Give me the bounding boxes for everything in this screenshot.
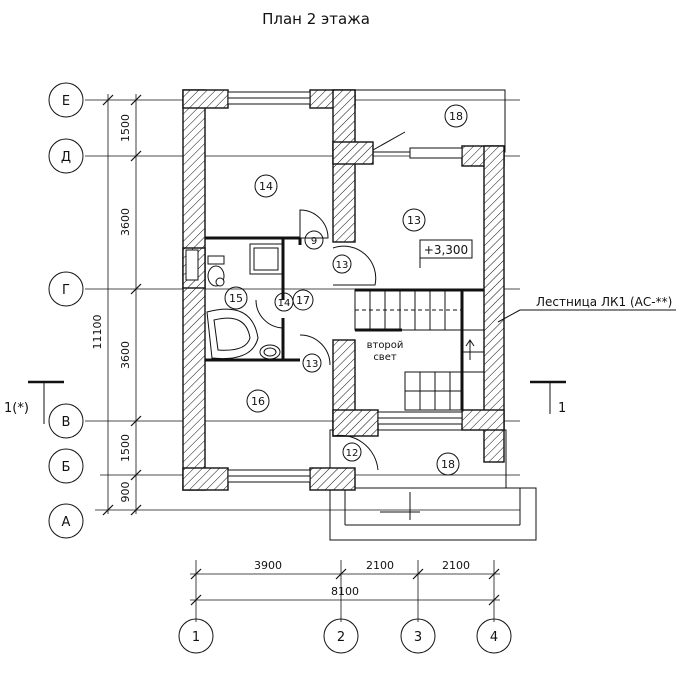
axis-bubble-d: Д xyxy=(48,138,84,174)
axis-bubble-3: 3 xyxy=(400,618,436,654)
stair-label: Лестница ЛК1 (АС-**) xyxy=(497,295,676,323)
dim-2100-a: 2100 xyxy=(366,559,394,572)
dim-total-vertical: 11100 xyxy=(91,315,104,350)
doors xyxy=(255,131,406,471)
room-9: 9 xyxy=(304,230,324,250)
svg-text:14: 14 xyxy=(278,298,291,309)
svg-text:18: 18 xyxy=(441,458,455,471)
windows xyxy=(185,91,463,483)
room-13-hall: 13 xyxy=(332,254,352,274)
room-13: 13 xyxy=(402,208,426,232)
axis-bubble-2: 2 xyxy=(323,618,359,654)
svg-text:17: 17 xyxy=(296,294,310,307)
svg-text:Д: Д xyxy=(61,150,71,165)
room-17: 17 xyxy=(292,289,314,311)
svg-text:3: 3 xyxy=(414,630,422,645)
section-mark-left: 1(*) xyxy=(4,380,64,424)
svg-text:13: 13 xyxy=(336,260,349,271)
room-14: 14 xyxy=(254,174,278,198)
dim-3600-lower: 3600 xyxy=(119,341,132,369)
room-markers: 18 14 13 9 13 15 14 17 13 16 12 18 xyxy=(224,104,468,476)
column-axis-lines xyxy=(195,560,495,622)
svg-text:2: 2 xyxy=(337,630,345,645)
horizontal-dimensions: 3900 2100 2100 8100 xyxy=(190,559,500,606)
axis-bubble-a: А xyxy=(48,503,84,539)
dim-900: 900 xyxy=(119,482,132,503)
svg-text:Лестница ЛК1 (АС-**): Лестница ЛК1 (АС-**) xyxy=(536,295,672,309)
svg-text:1(*): 1(*) xyxy=(4,401,29,416)
room-18-bottom: 18 xyxy=(436,452,460,476)
svg-text:1: 1 xyxy=(192,630,200,645)
svg-text:+3,300: +3,300 xyxy=(424,243,468,257)
dim-1500-bottom: 1500 xyxy=(119,434,132,462)
axis-bubble-4: 4 xyxy=(476,618,512,654)
room-12: 12 xyxy=(342,442,362,462)
axis-bubble-v: В xyxy=(48,403,84,439)
svg-text:Е: Е xyxy=(62,94,70,109)
balconies xyxy=(329,89,537,541)
svg-text:16: 16 xyxy=(251,395,265,408)
second-light-label: второй свет xyxy=(367,340,404,363)
plan-title: План 2 этажа xyxy=(262,10,370,28)
svg-text:9: 9 xyxy=(311,236,317,247)
room-16: 16 xyxy=(246,389,270,413)
dim-3900: 3900 xyxy=(254,559,282,572)
svg-text:Г: Г xyxy=(62,283,70,298)
room-13-low: 13 xyxy=(302,353,322,373)
axis-bubble-g: Г xyxy=(48,271,84,307)
column-axis-bubbles: 1 2 3 4 xyxy=(178,618,512,654)
svg-text:15: 15 xyxy=(229,292,243,305)
svg-text:13: 13 xyxy=(407,214,421,227)
bathroom-fixtures xyxy=(206,243,283,360)
dim-1500-top: 1500 xyxy=(119,114,132,142)
dim-total-horizontal: 8100 xyxy=(331,585,359,598)
dim-2100-b: 2100 xyxy=(442,559,470,572)
svg-text:свет: свет xyxy=(373,352,397,363)
axis-bubble-e: Е xyxy=(48,82,84,118)
axis-bubble-1: 1 xyxy=(178,618,214,654)
svg-text:второй: второй xyxy=(367,340,404,351)
row-axis-bubbles: Е Д Г В Б А xyxy=(48,82,84,539)
dim-3600-upper: 3600 xyxy=(119,208,132,236)
svg-text:А: А xyxy=(62,515,71,530)
exterior-walls xyxy=(182,89,505,491)
section-mark-right: 1 xyxy=(530,380,566,416)
axis-bubble-b: Б xyxy=(48,448,84,484)
svg-text:В: В xyxy=(62,415,71,430)
staircase xyxy=(354,289,484,411)
svg-text:12: 12 xyxy=(346,448,359,459)
vertical-dimensions: 1500 3600 3600 1500 900 11100 xyxy=(91,94,142,516)
svg-text:14: 14 xyxy=(259,180,273,193)
svg-text:4: 4 xyxy=(490,630,498,645)
room-18-top: 18 xyxy=(444,104,468,128)
svg-text:Б: Б xyxy=(62,460,71,475)
svg-text:13: 13 xyxy=(306,359,319,370)
svg-text:1: 1 xyxy=(558,401,566,416)
svg-text:18: 18 xyxy=(449,110,463,123)
level-mark: +3,300 xyxy=(419,239,473,268)
room-15: 15 xyxy=(224,286,248,310)
